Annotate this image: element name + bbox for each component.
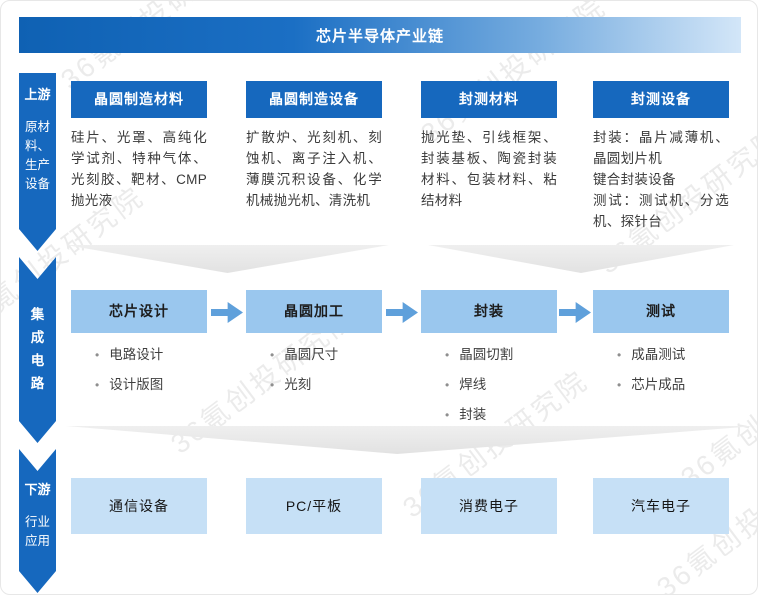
step-packaging: 封装 xyxy=(421,290,557,333)
stage-ribbon-upstream: 上游 原材料、生产设备 xyxy=(19,73,56,251)
column-header: 封测设备 xyxy=(593,81,729,118)
section-divider-chevron-icon xyxy=(66,426,756,454)
bullet-item: 焊线 xyxy=(445,375,557,395)
title-banner: 芯片半导体产业链 xyxy=(19,17,741,53)
bullet-item: 成晶测试 xyxy=(617,345,729,365)
step-bullets-wafer-process: 晶圆尺寸 光刻 xyxy=(246,345,382,405)
column-body: 抛光垫、引线框架、封装基板、陶瓷封装材料、包装材料、粘结材料 xyxy=(421,130,557,208)
bullet-item: 晶圆切割 xyxy=(445,345,557,365)
app-automotive-electronics: 汽车电子 xyxy=(593,478,729,534)
flow-arrow-icon xyxy=(386,302,418,323)
upstream-column-packaging-materials: 封测材料 抛光垫、引线框架、封装基板、陶瓷封装材料、包装材料、粘结材料 xyxy=(421,81,557,211)
bullet-item: 芯片成品 xyxy=(617,375,729,395)
column-body: 硅片、光罩、高纯化学试剂、特种气体、光刻胶、靶材、CMP抛光液 xyxy=(71,130,207,208)
bullet-item: 光刻 xyxy=(270,375,382,395)
stage-sublabel: 行业应用 xyxy=(24,515,50,548)
app-communication-equipment: 通信设备 xyxy=(71,478,207,534)
upstream-column-packaging-equipment: 封测设备 封装：晶片减薄机、晶圆划片机 键合封装设备 测试：测试机、分选机、探针… xyxy=(593,81,729,232)
stage-sublabel: 原材料、生产设备 xyxy=(24,120,50,191)
flow-arrow-icon xyxy=(211,302,243,323)
column-body: 扩散炉、光刻机、刻蚀机、离子注入机、薄膜沉积设备、化学机械抛光机、清洗机 xyxy=(246,130,382,208)
app-pc-tablet: PC/平板 xyxy=(246,478,382,534)
bullet-item: 电路设计 xyxy=(95,345,207,365)
step-wafer-process: 晶圆加工 xyxy=(246,290,382,333)
upstream-column-wafer-materials: 晶圆制造材料 硅片、光罩、高纯化学试剂、特种气体、光刻胶、靶材、CMP抛光液 xyxy=(71,81,207,211)
section-divider-chevron-icon xyxy=(428,245,734,273)
section-divider-chevron-icon xyxy=(66,245,389,273)
stage-ribbon-midstream: 集成电路 xyxy=(19,257,56,443)
bullet-item: 封装 xyxy=(445,405,557,425)
column-header: 晶圆制造设备 xyxy=(246,81,382,118)
stage-label: 上游 xyxy=(24,87,51,102)
diagram-title: 芯片半导体产业链 xyxy=(315,27,444,45)
column-body: 封装：晶片减薄机、晶圆划片机 键合封装设备 测试：测试机、分选机、探针台 xyxy=(593,130,729,229)
column-header: 封测材料 xyxy=(421,81,557,118)
app-consumer-electronics: 消费电子 xyxy=(421,478,557,534)
bullet-item: 设计版图 xyxy=(95,375,207,395)
upstream-column-wafer-equipment: 晶圆制造设备 扩散炉、光刻机、刻蚀机、离子注入机、薄膜沉积设备、化学机械抛光机、… xyxy=(246,81,382,211)
stage-label: 下游 xyxy=(24,482,51,497)
flow-arrow-icon xyxy=(559,302,591,323)
step-chip-design: 芯片设计 xyxy=(71,290,207,333)
step-bullets-packaging: 晶圆切割 焊线 封装 xyxy=(421,345,557,435)
bullet-item: 晶圆尺寸 xyxy=(270,345,382,365)
step-testing: 测试 xyxy=(593,290,729,333)
step-bullets-chip-design: 电路设计 设计版图 xyxy=(71,345,207,405)
step-bullets-testing: 成晶测试 芯片成品 xyxy=(593,345,729,405)
stage-ribbon-downstream: 下游 行业应用 xyxy=(19,449,56,593)
column-header: 晶圆制造材料 xyxy=(71,81,207,118)
stage-label: 集成电路 xyxy=(30,307,45,391)
